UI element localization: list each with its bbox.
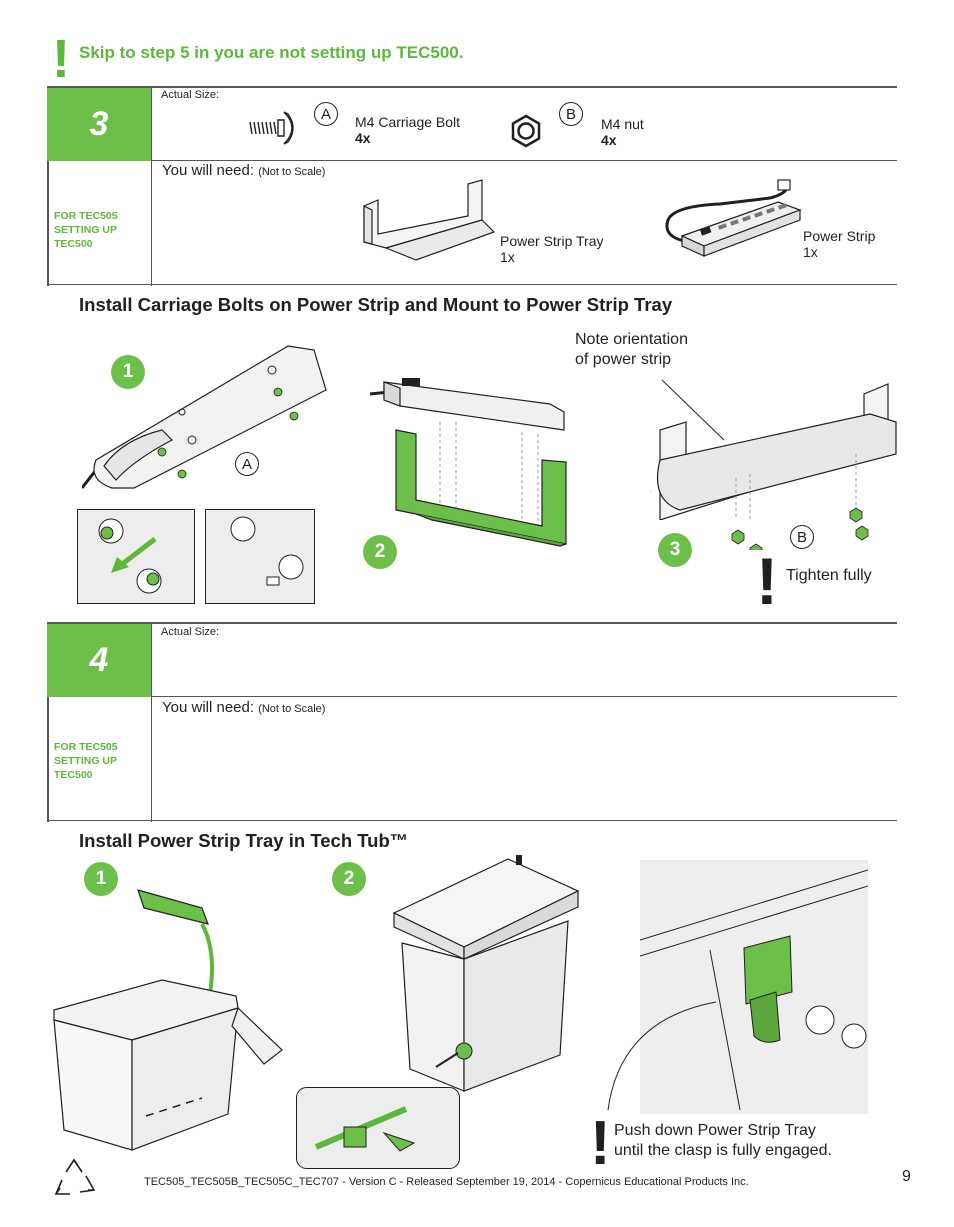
step4-number: 4 [47,624,151,697]
step4-box: 4 FOR TEC505 SETTING UP TEC500 [47,622,897,822]
substep-2-badge: 2 [363,535,397,569]
section1-heading: Install Carriage Bolts on Power Strip an… [79,294,673,315]
step3-box: 3 FOR TEC505 SETTING UP TEC500 [47,86,897,286]
closed-tub-image [392,855,580,1092]
leader-line [607,1001,717,1111]
orientation-note: Note orientation of power strip [575,331,688,368]
actual-size-label: Actual Size: [161,89,220,101]
tray-with-strip-image [650,379,897,520]
substep-3-badge: 3 [658,533,692,567]
bolt-seated-detail-image [205,509,315,604]
substep-2-badge: 2 [332,862,366,896]
power-strip-image [665,179,802,257]
callout-a: A [314,102,338,126]
callout-b-step3: B [790,525,814,549]
for-label: FOR TEC505 SETTING UP TEC500 [54,210,118,250]
tighten-exclamation: ! [756,544,778,618]
hex-nut-icon [511,114,541,148]
tighten-note: Tighten fully [786,567,872,584]
actual-size-label: Actual Size: [161,626,220,638]
recycle-icon [54,1158,96,1195]
power-strip-tray-image [363,179,496,261]
callout-a-step1: A [235,452,259,476]
section2-heading: Install Power Strip Tray in Tech Tub™ [79,830,409,851]
plug-detail-image [296,1087,460,1169]
substep-1-badge: 1 [111,355,145,389]
push-note: Push down Power Strip Tray until the cla… [614,1122,832,1159]
part-b-label: M4 nut 4x [601,116,644,148]
skip-note: Skip to step 5 in you are not setting up… [79,43,464,62]
part-a-label: M4 Carriage Bolt 4x [355,114,461,146]
strip-label: Power Strip 1x [803,228,876,260]
clasp-detail-image [640,860,868,1114]
you-will-need: You will need: (Not to Scale) [162,699,326,716]
footer-text: TEC505_TEC505B_TEC505C_TEC707 - Version … [144,1176,749,1188]
open-tub-with-tray-image [53,889,283,1151]
for-label: FOR TEC505 SETTING UP TEC500 [54,741,118,781]
page-number: 9 [902,1168,911,1185]
tray-label: Power Strip Tray 1x [500,233,604,265]
push-exclamation: ! [590,1109,611,1178]
warning-exclamation: ! [52,29,70,89]
power-strip-bottom-image [82,345,327,489]
callout-b: B [559,102,583,126]
hex-nuts-image [731,507,869,550]
you-will-need: You will need: (Not to Scale) [162,162,326,179]
strip-onto-tray-image [370,378,567,547]
bolt-insert-detail-image [77,509,195,604]
substep-1-badge: 1 [84,862,118,896]
carriage-bolt-icon [249,111,294,145]
step3-number: 3 [47,88,151,161]
